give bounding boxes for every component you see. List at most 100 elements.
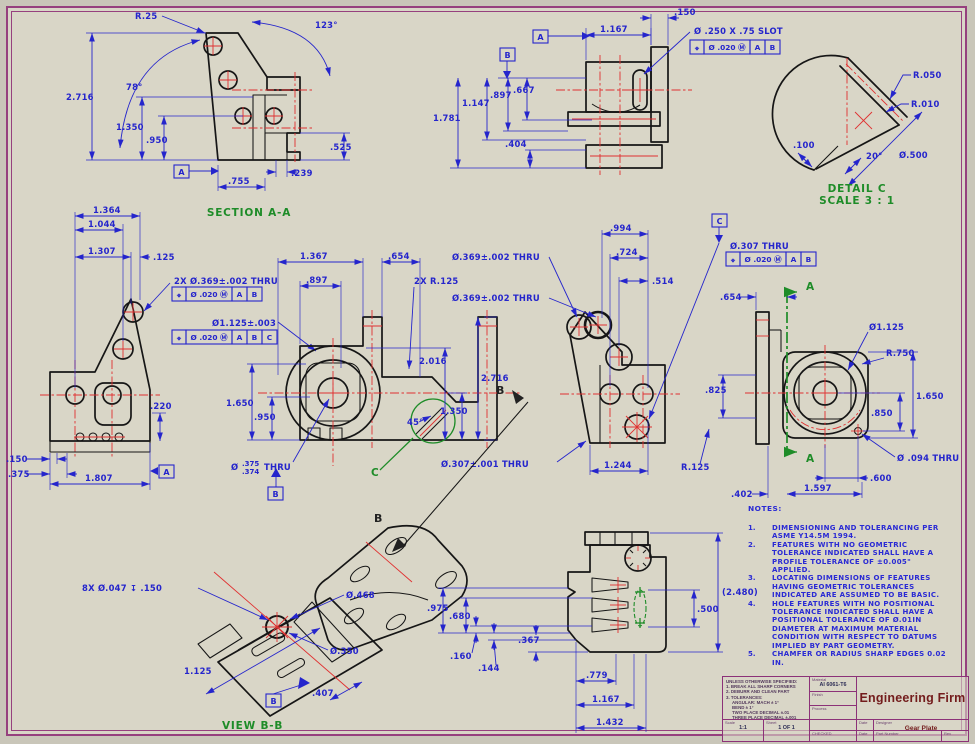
part-name: Gear Plate: [904, 725, 938, 730]
note-item: 4. HOLE FEATURES WITH NO POSITIONAL TOLE…: [748, 600, 970, 650]
callout-369b: Ø.369±.002 THRU: [452, 293, 540, 303]
dim-r25: R.25: [135, 11, 157, 21]
note-number: 3.: [748, 574, 756, 583]
front-center-geometry: [258, 310, 520, 466]
note-number: 5.: [748, 650, 756, 659]
dim-160: .160: [450, 651, 472, 661]
checked-label: CHECKED: [812, 731, 832, 736]
scale-label: Scale: [725, 720, 736, 725]
detail-c-geometry: [771, 54, 908, 171]
dim-897b: .897: [306, 275, 328, 285]
datum-a-flag: [158, 464, 175, 479]
dim-1650: 1.650: [226, 398, 254, 408]
part-number-cell: Part Number: [873, 730, 941, 741]
view-bb-label: VIEW B-B: [222, 720, 283, 732]
process-label: Process: [812, 706, 827, 711]
section-b-cutting-line: B: [392, 384, 529, 552]
section-a-letter-bottom: A: [806, 453, 815, 465]
dim-r050: R.050: [913, 70, 942, 80]
company-name: Engineering Firm: [859, 691, 966, 705]
view-section-aa: 2.716 1.350 .950 .525 .239 .755: [66, 11, 351, 219]
date-cell-2: Date: [856, 730, 873, 741]
dim-1167b: 1.167: [592, 694, 620, 704]
callout-369a: Ø.369±.002 THRU: [452, 252, 540, 262]
dim-2480: (2.480): [722, 587, 758, 597]
front-left-dimensions: 1.364 1.044 1.307 .125 2X Ø.369±.002 THR…: [6, 205, 317, 490]
callout-8x047: 8X Ø.047 ↧ .150: [82, 583, 162, 593]
bottom-centerlines: [610, 577, 626, 633]
side-right-centerlines: [745, 345, 880, 448]
dim-239: .239: [291, 168, 313, 178]
view-top: .150 1.167 A B 1.781 1.147: [433, 7, 783, 175]
note-text: CHAMFER OR RADIUS SHARP EDGES 0.02 IN.: [772, 650, 946, 667]
front-right-dimensions: .994 .724 .514 C Ø.307 THRU ⌖: [452, 213, 817, 475]
finish-cell: Finish: [809, 691, 856, 705]
view-front-left: 1.364 1.044 1.307 .125 2X Ø.369±.002 THR…: [6, 205, 317, 490]
datum-b-letter: B: [270, 697, 276, 706]
datum-a-letter: A: [178, 168, 185, 177]
callout-2x369: 2X Ø.369±.002 THRU: [174, 276, 278, 286]
dim-1364: 1.364: [93, 205, 121, 215]
fcf-bore: ⌖ Ø .020 Ⓜ A B C: [171, 329, 278, 345]
tol-line: UNLESS OTHERWISE SPECIFIED:: [726, 679, 798, 684]
dim-150: .150: [674, 7, 696, 17]
note-item: 1. DIMENSIONING AND TOLERANCING PER ASME…: [748, 524, 970, 541]
slot-callout: Ø .250 X .75 SLOT: [694, 26, 783, 36]
note-number: 2.: [748, 540, 756, 549]
datum-b-flag: [267, 486, 284, 501]
dim-1125b: 1.125: [184, 666, 212, 676]
dim-dia1125: Ø1.125: [869, 322, 904, 332]
datum-a-flag: [173, 164, 190, 179]
sheet-value: 1 OF 1: [778, 725, 795, 732]
title-block: UNLESS OTHERWISE SPECIFIED: 1. BREAK ALL…: [722, 676, 969, 742]
section-aa-centerlines: [204, 37, 312, 162]
bottom-dimensions: .975 .680 .160 .144 .367: [427, 532, 758, 733]
fcf-datum-1: A: [791, 255, 797, 264]
dim-r125: R.125: [681, 462, 710, 472]
tolerance-note-cell: UNLESS OTHERWISE SPECIFIED: 1. BREAK ALL…: [723, 677, 809, 719]
sheet-label: Sheet: [766, 720, 777, 725]
dim-994: .994: [610, 223, 632, 233]
dim-654: .654: [388, 251, 410, 261]
view-front-center: 1.367 .654 .897 2X R.125 2.016 2.716: [226, 251, 587, 552]
note-item: 5. CHAMFER OR RADIUS SHARP EDGES 0.02 IN…: [748, 650, 970, 667]
tol-line: BEND ± 1°: [732, 705, 754, 711]
section-a-letter-top: A: [806, 281, 815, 293]
dim-dia350: Ø.350: [330, 646, 359, 656]
dim-1244: 1.244: [604, 460, 632, 470]
scale-cell: Scale 1:1: [723, 719, 763, 741]
fcf-datum-1: A: [237, 290, 243, 299]
dim-825: .825: [705, 385, 727, 395]
datum-a-letter: A: [537, 33, 544, 42]
dim-500: .500: [697, 604, 719, 614]
front-center-centerlines: [258, 310, 520, 466]
limit-suffix: THRU: [264, 462, 291, 472]
datum-b-flag: [265, 693, 282, 708]
dim-654b: .654: [720, 292, 742, 302]
fcf-datum-2: B: [806, 255, 812, 264]
checked-cell: CHECKED: [809, 730, 856, 741]
fcf-tolerance: Ø .020 Ⓜ: [190, 333, 228, 342]
datum-c-flag: [711, 213, 728, 228]
fcf-datum-2: B: [770, 43, 776, 52]
dim-78deg: 78°: [126, 82, 143, 92]
fcf-symbol: ⌖: [730, 256, 736, 265]
dim-1597: 1.597: [804, 483, 832, 493]
date-label: Date: [859, 731, 868, 736]
designer-cell: Designer Gear Plate: [873, 719, 968, 730]
dim-950: .950: [146, 135, 168, 145]
fcf-tolerance: Ø .020 Ⓜ: [708, 43, 746, 52]
tol-line: 2. DEBURR AND CLEAN PART: [726, 689, 790, 695]
fcf-datum-2: B: [252, 290, 258, 299]
limit-lower: .374: [242, 468, 259, 476]
dim-1350b: 1.350: [440, 406, 468, 416]
dim-724: .724: [616, 247, 638, 257]
material-value: Al 6061-T6: [819, 682, 847, 689]
front-left-centerlines: [40, 303, 160, 458]
part-number-label: Part Number: [876, 731, 899, 736]
dim-667: .667: [513, 85, 535, 95]
note-text: DIMENSIONING AND TOLERANCING PER ASME Y1…: [772, 524, 939, 541]
detail-c-label: DETAIL C: [828, 183, 887, 195]
datum-a-letter: A: [163, 468, 170, 477]
dim-1350: 1.350: [116, 122, 144, 132]
